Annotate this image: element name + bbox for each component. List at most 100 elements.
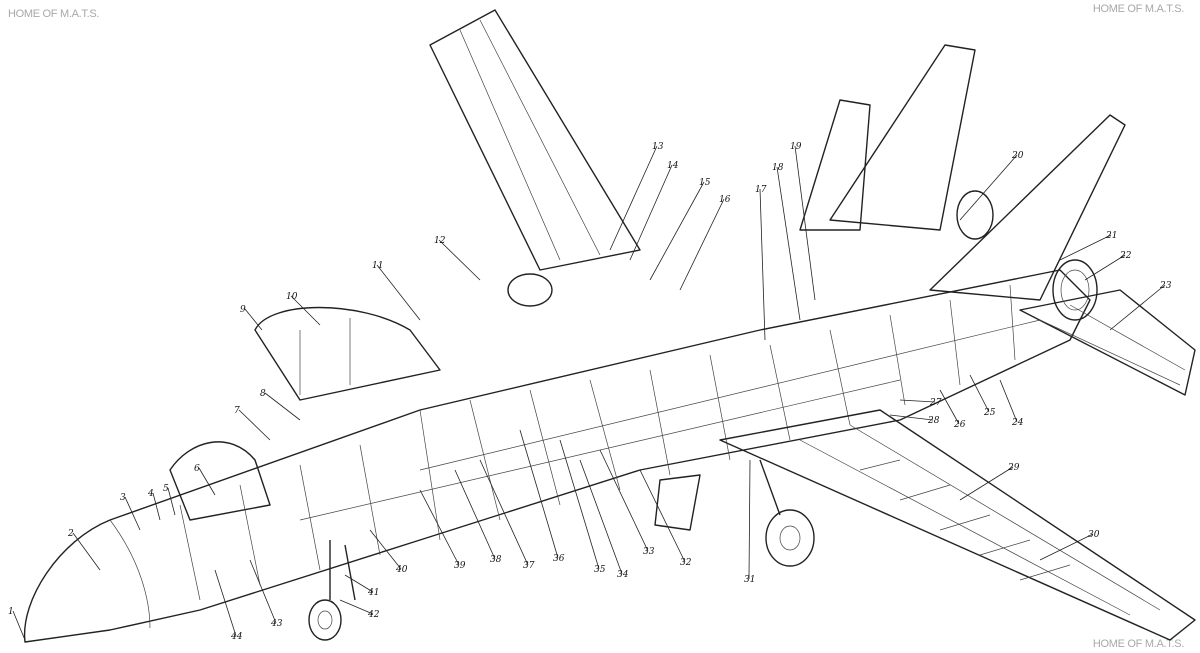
callout-label-3: 3 (120, 493, 126, 503)
callout-label-34: 34 (617, 570, 629, 580)
fuselage-outline (23, 269, 1091, 643)
callout-leader-line (12, 610, 26, 641)
callout-label-22: 22 (1119, 251, 1132, 261)
landing-gear (308, 273, 815, 641)
callout-label-37: 37 (523, 561, 535, 571)
callout-leader-line (889, 414, 934, 421)
callout-leader-line (899, 399, 936, 403)
vertical-tails (799, 44, 1126, 301)
callout-leader-line (264, 392, 301, 421)
callout-leader-line (609, 145, 658, 251)
callout-label-42: 42 (367, 610, 380, 620)
callout-label-2: 2 (67, 529, 74, 539)
callout-leader-line (959, 466, 1014, 501)
wing-lower (719, 409, 1196, 641)
callout-label-30: 30 (1088, 530, 1100, 540)
callout-label-6: 6 (194, 464, 200, 474)
callout-label-44: 44 (230, 632, 243, 642)
callout-leader-line (454, 469, 496, 560)
callout-leader-line (748, 459, 751, 580)
callout-label-4: 4 (147, 489, 154, 499)
callout-leader-line (1084, 254, 1126, 281)
callout-label-14: 14 (667, 161, 679, 171)
watermark-top-right: HOME OF M.A.T.S. (1092, 3, 1184, 15)
callout-leader-line (1059, 234, 1112, 261)
callout-leader-line (1039, 533, 1094, 561)
callout-label-19: 19 (790, 142, 802, 152)
canopy (169, 306, 441, 521)
callout-leader-line (344, 574, 374, 593)
callout-label-40: 40 (395, 565, 408, 575)
callout-leader-line (519, 429, 559, 559)
callout-leader-line (198, 467, 216, 496)
callout-label-12: 12 (434, 236, 446, 246)
callout-leader-line (629, 164, 673, 261)
watermark-bottom-right: HOME OF M.A.T.S. (1092, 638, 1184, 650)
callout-label-5: 5 (163, 484, 169, 494)
callout-label-10: 10 (286, 292, 298, 302)
callout-leader-line (244, 308, 263, 331)
callout-label-39: 39 (454, 561, 466, 571)
callout-leader-line (969, 374, 990, 413)
callout-label-27: 27 (929, 398, 942, 408)
callout-label-9: 9 (240, 305, 246, 315)
callout-label-28: 28 (927, 416, 940, 426)
callout-leader-line (72, 532, 101, 571)
callout-label-38: 38 (490, 555, 502, 565)
callout-label-25: 25 (983, 408, 996, 418)
callout-label-13: 13 (652, 142, 664, 152)
callout-leader-line (249, 559, 277, 624)
callout-leader-line (124, 496, 141, 531)
callout-label-7: 7 (234, 406, 240, 416)
callout-label-24: 24 (1011, 418, 1024, 428)
callout-label-16: 16 (719, 195, 731, 205)
callout-label-23: 23 (1159, 281, 1172, 291)
callout-leader-line (679, 198, 725, 291)
callout-leader-line (339, 599, 374, 615)
callout-leader-line (214, 569, 237, 637)
callout-leader-line (479, 459, 529, 566)
callout-label-1: 1 (8, 607, 14, 617)
callout-label-15: 15 (699, 178, 711, 188)
callout-label-20: 20 (1011, 151, 1024, 161)
callout-leader-line (959, 154, 1018, 221)
callout-label-36: 36 (553, 554, 565, 564)
callout-leader-line (579, 459, 623, 575)
callout-leader-line (759, 188, 766, 341)
callout-label-43: 43 (270, 619, 283, 629)
callout-label-8: 8 (260, 389, 266, 399)
callout-leader-line (649, 181, 705, 281)
callout-label-26: 26 (953, 420, 966, 430)
callout-label-29: 29 (1007, 463, 1020, 473)
callout-leader-line (369, 529, 402, 570)
callout-label-11: 11 (372, 261, 383, 271)
watermark-top-left: HOME OF M.A.T.S. (8, 8, 100, 20)
callout-leader-line (1109, 284, 1166, 331)
callout-label-41: 41 (367, 588, 379, 598)
callout-leader-line (639, 469, 686, 563)
callout-leader-line (559, 439, 600, 570)
callout-leader-line (438, 239, 481, 281)
callout-leader-line (939, 389, 960, 425)
horizontal-stabilizer (1019, 289, 1196, 396)
callout-label-35: 35 (594, 565, 606, 575)
callout-label-18: 18 (772, 163, 784, 173)
wing-upper (429, 9, 641, 271)
callout-label-21: 21 (1105, 231, 1117, 241)
callout-label-32: 32 (680, 558, 692, 568)
callout-leader-line (794, 145, 816, 301)
callout-leader-line (599, 449, 649, 552)
callout-leader-line (376, 264, 421, 321)
callout-leader-line (290, 295, 321, 326)
callout-leader-line (167, 487, 176, 516)
callout-label-17: 17 (755, 185, 767, 195)
callout-leader-line (419, 489, 460, 566)
callout-leader-line (238, 409, 271, 441)
callout-leader-line (776, 166, 801, 321)
callout-leader-line (999, 379, 1018, 423)
callout-label-31: 31 (744, 575, 755, 585)
callout-label-33: 33 (643, 547, 655, 557)
